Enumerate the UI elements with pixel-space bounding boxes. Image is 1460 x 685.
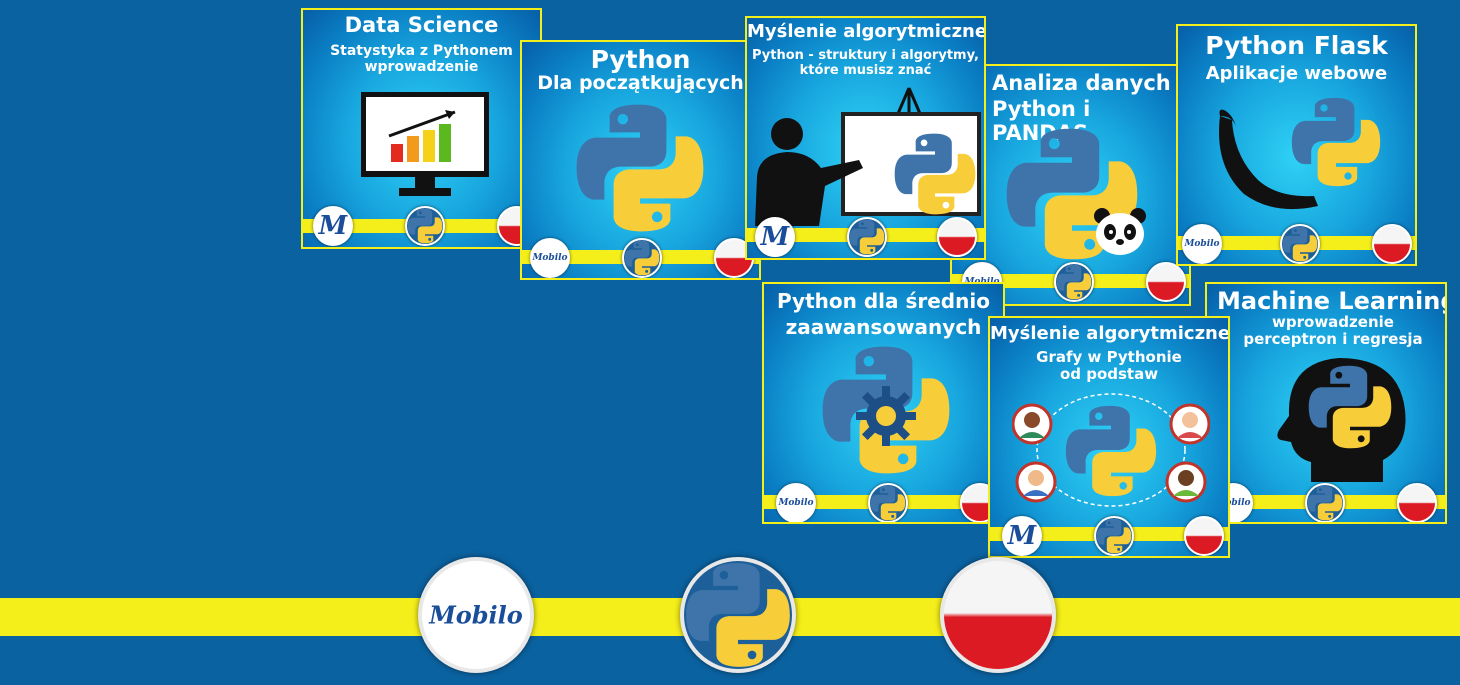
card-subtitle: Dla początkujących bbox=[537, 72, 744, 94]
course-card-algorithms-structures[interactable]: Myślenie algorytmiczne Python - struktur… bbox=[745, 16, 986, 260]
card-title: Data Science bbox=[344, 13, 499, 37]
python-logo-icon bbox=[1307, 485, 1343, 521]
footer-mobilo-badge: Mobilo bbox=[418, 557, 534, 673]
python-logo-badge bbox=[1305, 483, 1345, 522]
card-title: Machine Learning bbox=[1217, 287, 1447, 315]
course-card-python-intermediate[interactable]: Python dla średnio zaawansowanych Mobilo bbox=[762, 282, 1005, 524]
python-logo-icon bbox=[1282, 226, 1318, 262]
python-logo-badge bbox=[1054, 262, 1094, 302]
course-card-python-beginners[interactable]: Python Dla początkujących Mobilo bbox=[520, 40, 761, 280]
card-subtitle: Python i PANDAS bbox=[992, 97, 1091, 146]
mobilo-logo-badge: M bbox=[755, 217, 795, 257]
card-subtitle: Statystyka z Pythonem wprowadzenie bbox=[330, 43, 513, 76]
python-logo-badge bbox=[868, 483, 908, 522]
python-logo-badge bbox=[405, 206, 445, 246]
card-title: Analiza danych bbox=[992, 71, 1171, 95]
graph-people-icon bbox=[1012, 393, 1210, 507]
python-logo-icon bbox=[624, 240, 660, 276]
course-card-data-science[interactable]: Data Science Statystyka z Pythonem wprow… bbox=[301, 8, 542, 249]
card-title: Python dla średnio bbox=[777, 289, 990, 313]
card-title: Python bbox=[590, 45, 691, 74]
mobilo-logo-badge: Mobilo bbox=[1182, 224, 1222, 264]
mobilo-logo-badge: Mobilo bbox=[530, 238, 570, 278]
card-subtitle: zaawansowanych bbox=[785, 315, 982, 339]
polish-flag-badge bbox=[1146, 262, 1186, 302]
polish-flag-badge bbox=[1397, 483, 1437, 522]
course-card-machine-learning[interactable]: Machine Learning wprowadzenie perceptron… bbox=[1205, 282, 1447, 524]
mobilo-logo-badge: M bbox=[313, 206, 353, 246]
python-logo-icon bbox=[1290, 96, 1382, 188]
footer-mobilo-text: Mobilo bbox=[429, 600, 523, 630]
mobilo-logo-text: Mobilo bbox=[1215, 498, 1251, 508]
mobilo-logo-text: Mobilo bbox=[532, 253, 568, 263]
panda-icon bbox=[1094, 208, 1146, 255]
card-subtitle: Aplikacje webowe bbox=[1205, 63, 1388, 84]
monitor-chart-icon bbox=[361, 92, 489, 196]
course-card-algorithms-graphs[interactable]: Myślenie algorytmiczne Grafy w Pythonie … bbox=[988, 316, 1230, 558]
flask-horn-icon bbox=[1219, 109, 1318, 210]
python-logo-icon bbox=[870, 485, 906, 521]
mobilo-logo-text: M bbox=[318, 211, 348, 241]
course-card-pandas[interactable]: Analiza danych Python i PANDAS Mobilo bbox=[950, 64, 1191, 306]
python-logo-icon bbox=[574, 102, 706, 234]
gear-icon bbox=[856, 386, 916, 446]
footer-python-badge bbox=[680, 557, 796, 673]
python-logo-icon bbox=[1307, 364, 1393, 450]
polish-flag-badge bbox=[1184, 516, 1224, 556]
course-card-python-flask[interactable]: Python Flask Aplikacje webowe Mobilo bbox=[1176, 24, 1417, 266]
python-logo-icon bbox=[893, 132, 977, 216]
polish-flag-badge bbox=[1372, 224, 1412, 264]
python-logo-badge bbox=[847, 217, 887, 257]
card-title: Myślenie algorytmiczne bbox=[747, 21, 986, 42]
card-title: Python Flask bbox=[1205, 31, 1388, 60]
python-logo-icon bbox=[407, 208, 443, 244]
python-logo-icon bbox=[849, 219, 885, 255]
card-subtitle: Python - struktury i algorytmy, które mu… bbox=[752, 48, 979, 78]
mobilo-logo-text: M bbox=[760, 222, 790, 252]
card-subtitle: Grafy w Pythonie od podstaw bbox=[1036, 348, 1182, 384]
python-logo-badge bbox=[1280, 224, 1320, 264]
python-logo-icon bbox=[1096, 518, 1132, 554]
mobilo-logo-text: M bbox=[1007, 521, 1037, 551]
card-title: Myślenie algorytmiczne bbox=[990, 323, 1230, 344]
mobilo-logo-badge: Mobilo bbox=[776, 483, 816, 522]
python-logo-badge bbox=[622, 238, 662, 278]
python-logo-badge bbox=[1094, 516, 1134, 556]
mobilo-logo-text: Mobilo bbox=[778, 498, 814, 508]
footer-polish-flag-badge bbox=[940, 557, 1056, 673]
polish-flag-badge bbox=[937, 217, 977, 257]
python-logo-icon bbox=[1056, 264, 1092, 300]
python-logo-icon bbox=[684, 561, 792, 669]
mobilo-logo-badge: M bbox=[1002, 516, 1042, 556]
card-subtitle: wprowadzenie perceptron i regresja bbox=[1243, 313, 1423, 349]
python-logo-icon bbox=[1064, 404, 1158, 498]
mobilo-logo-text: Mobilo bbox=[1184, 239, 1220, 249]
